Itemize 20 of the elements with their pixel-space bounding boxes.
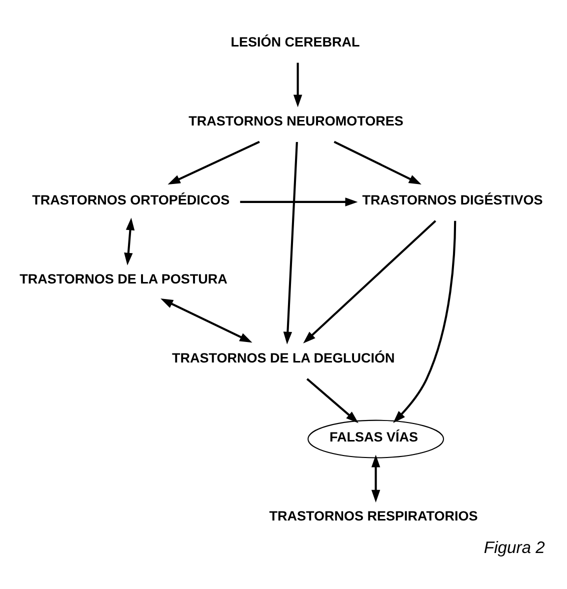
node-text: TRASTORNOS DE LA POSTURA [20,271,228,286]
arrow [240,198,358,206]
arrow [306,378,358,424]
arrow [160,298,252,343]
arrow [303,220,436,344]
arrow [334,140,422,185]
node-text: TRASTORNOS ORTOPÉDICOS [32,192,230,208]
node-text: TRASTORNOS RESPIRATORIOS [269,508,478,524]
node-text: TRASTORNOS DIGÉSTIVOS [362,192,543,208]
arrow [393,220,456,423]
node-text: TRASTORNOS NEUROMOTORES [188,113,404,128]
arrow [293,62,302,108]
node-ellipse: FALSAS VÍAS [308,420,444,458]
arrow [124,218,135,266]
node-text: TRASTORNOS DE LA DEGLUCIÓN [172,350,395,366]
arrow [283,142,298,344]
arrow [168,140,260,184]
caption: Figura 2 [484,538,545,558]
node-text: LESIÓN CEREBRAL [230,34,360,50]
arrow [371,454,380,502]
